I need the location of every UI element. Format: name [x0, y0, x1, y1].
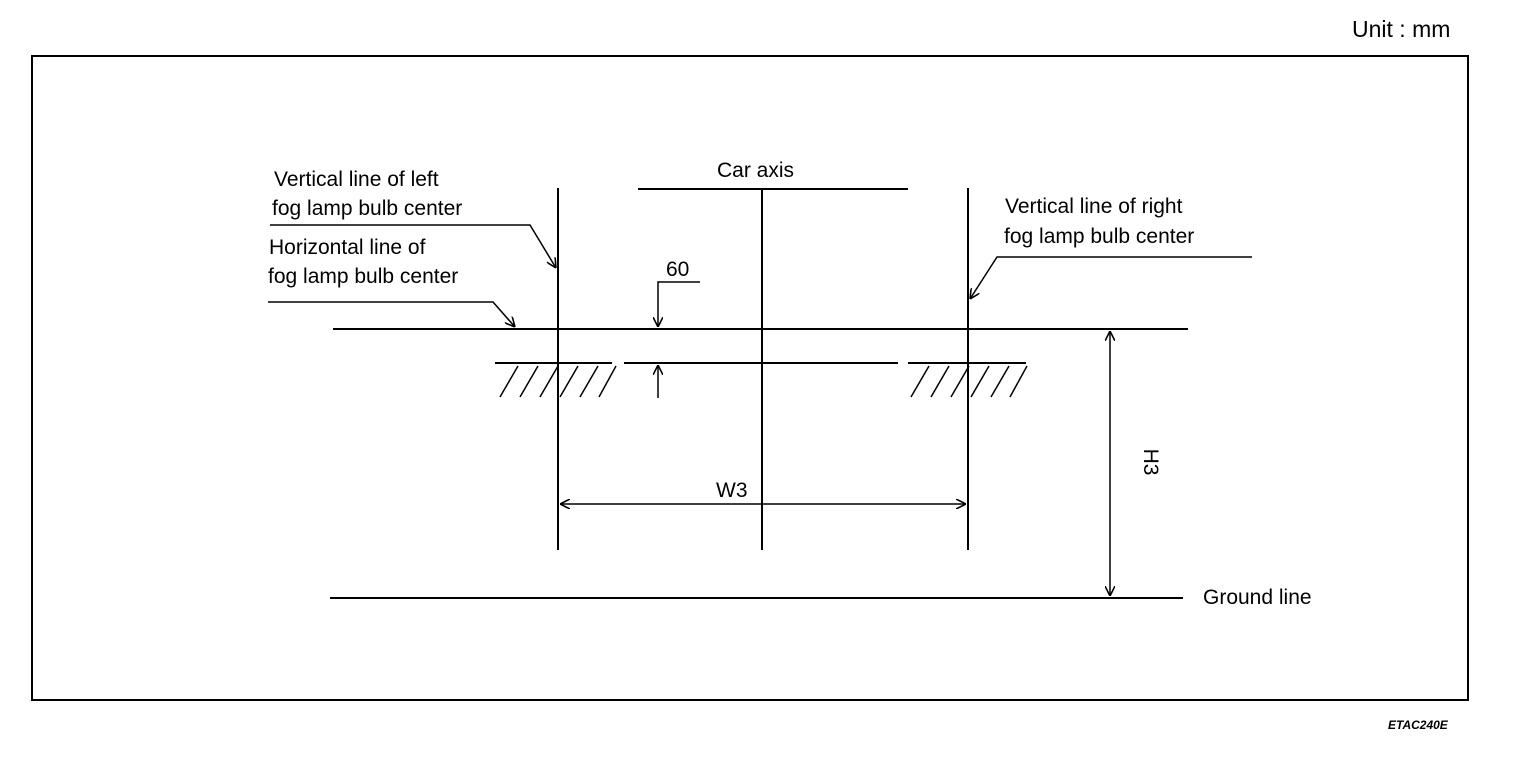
- left-vertical-label-line2: fog lamp bulb center: [272, 197, 462, 220]
- horizontal-line-leader: [268, 301, 515, 327]
- horizontal-line-label-line1: Horizontal line of: [269, 236, 426, 259]
- w3-label: W3: [716, 479, 748, 502]
- car-axis-label: Car axis: [717, 159, 794, 182]
- horizontal-line-label-line2: fog lamp bulb center: [268, 265, 458, 288]
- offset-value-label: 60: [666, 258, 689, 281]
- right-vertical-label-line2: fog lamp bulb center: [1004, 225, 1194, 248]
- left-vertical-label-line1: Vertical line of left: [274, 168, 439, 191]
- figure-code: ETAC240E: [1388, 718, 1448, 732]
- left-vertical-leader: [270, 224, 556, 268]
- right-vertical-label-line1: Vertical line of right: [1005, 195, 1183, 218]
- ground-line-label: Ground line: [1203, 586, 1312, 609]
- hatch-right: [910, 365, 1028, 398]
- h3-label: H3: [1139, 449, 1162, 476]
- hatch-left: [499, 365, 617, 398]
- offset-leader: [658, 281, 700, 327]
- diagram-frame: [31, 55, 1469, 701]
- unit-label: Unit : mm: [1352, 16, 1451, 42]
- right-vertical-leader: [970, 256, 1252, 299]
